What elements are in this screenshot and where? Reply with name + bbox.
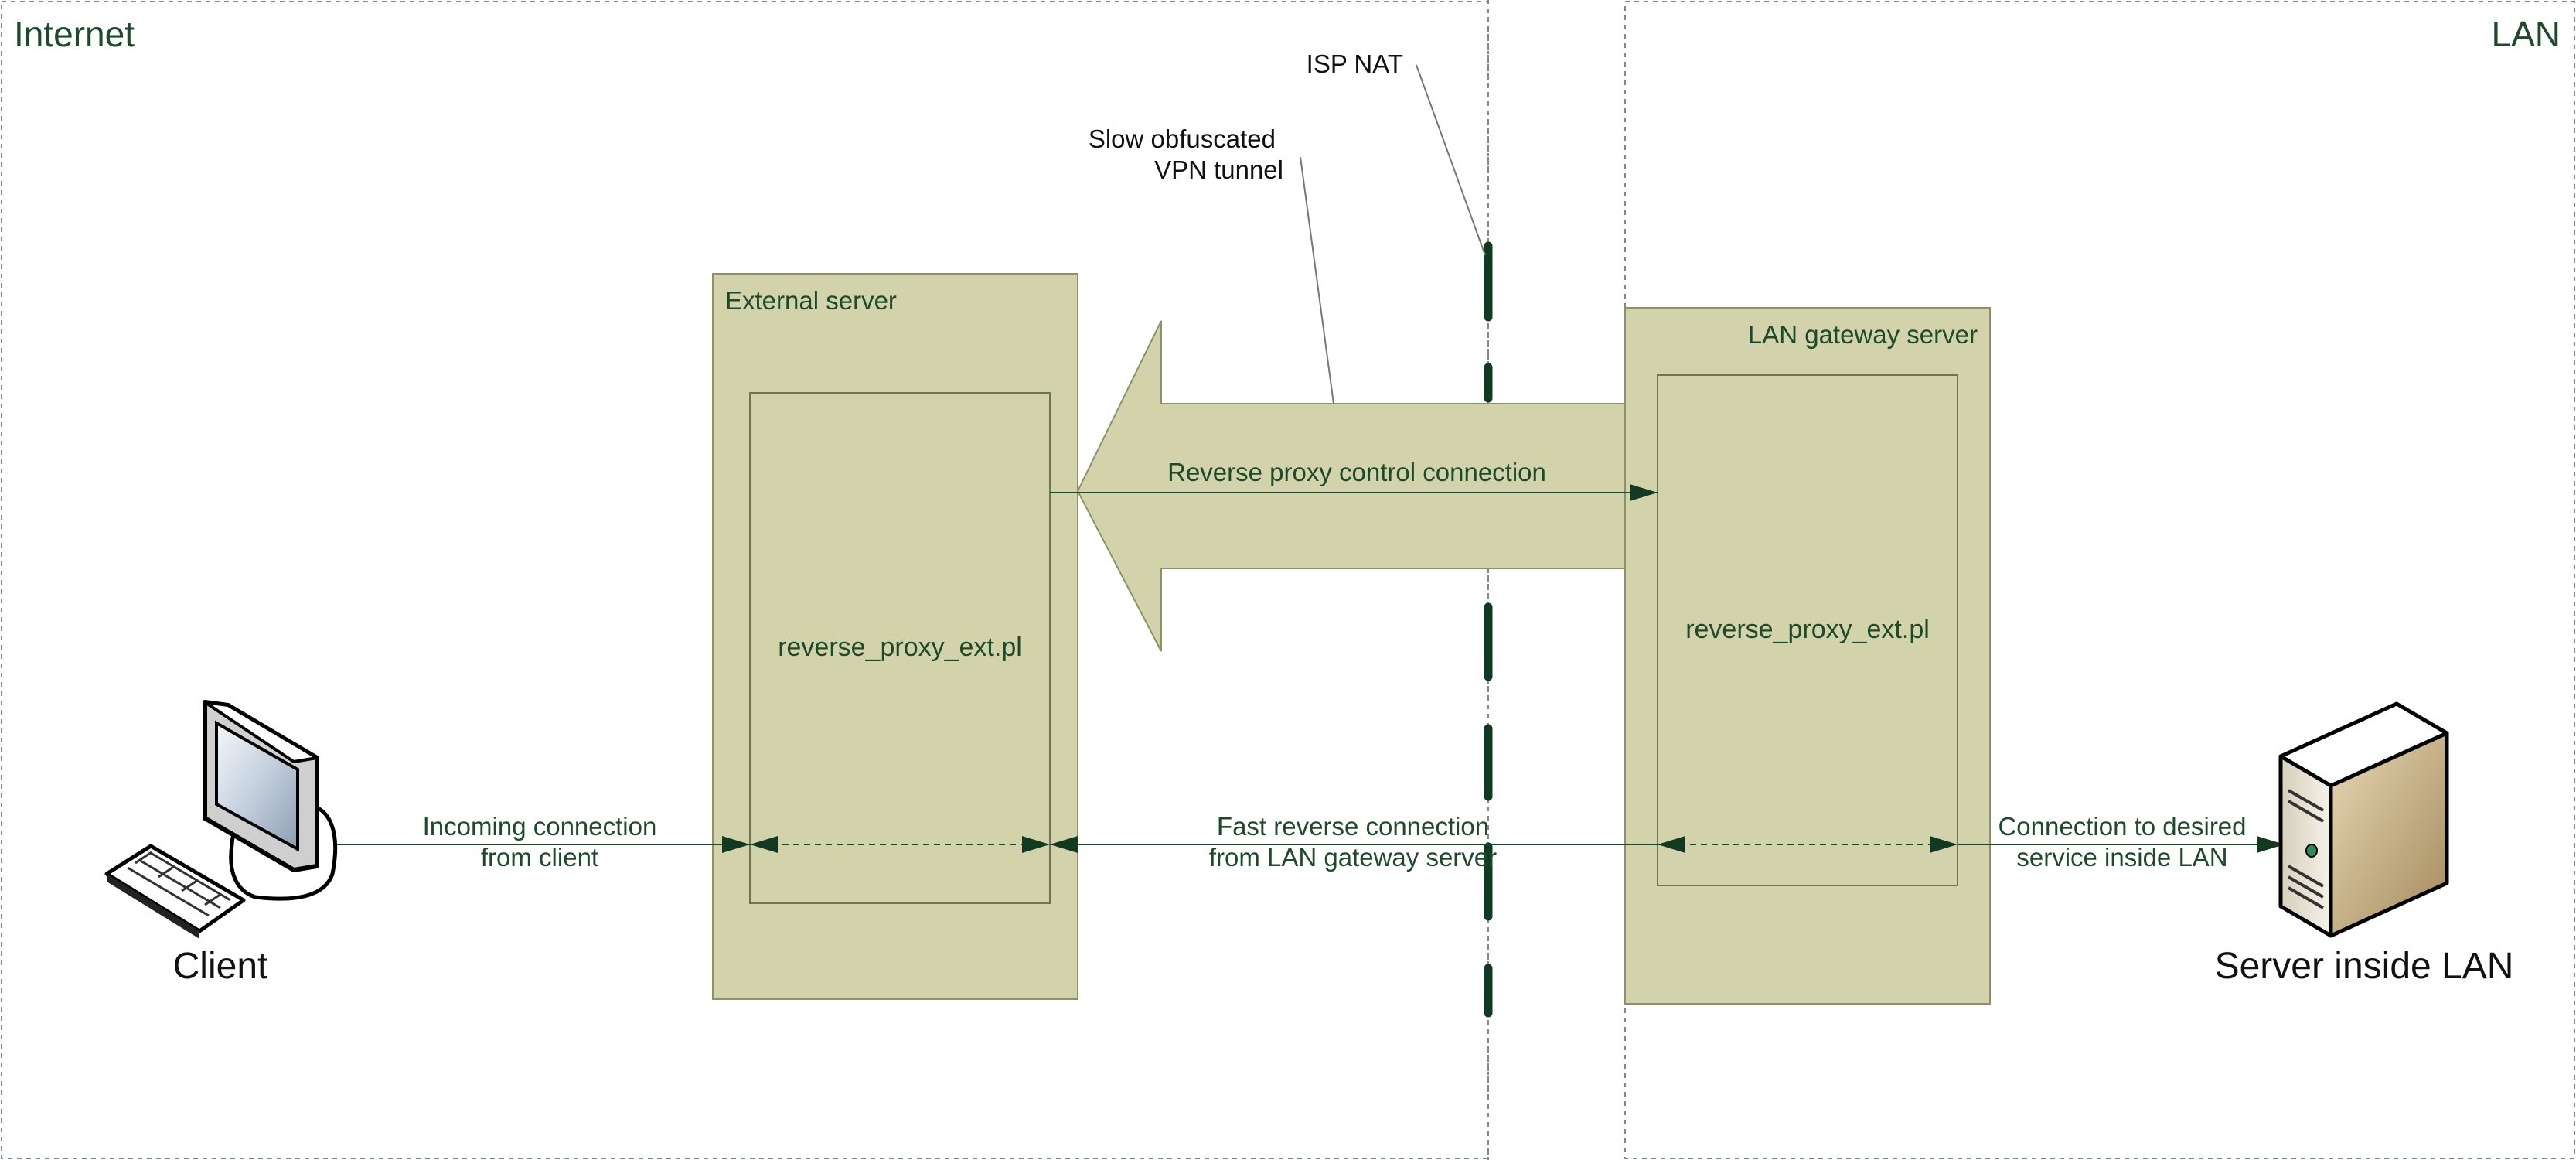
control-connection-label: Reverse proxy control connection [1167,458,1546,486]
client-connection-label-line2: from client [481,843,598,872]
server-tower-icon [2278,701,2449,938]
external-proxy-process-label: reverse_proxy_ext.pl [778,633,1022,662]
lan-zone [1624,1,2575,1159]
reverse-connection-label-line1: Fast reverse connection [1217,812,1489,841]
internet-zone-title: Internet [14,14,135,54]
isp-nat-callout: ISP NAT [1307,49,1403,78]
vpn-tunnel-callout-line2: VPN tunnel [1154,155,1283,184]
service-connection-label-line2: service inside LAN [2016,843,2227,872]
reverse-connection-label-line2: from LAN gateway server [1209,843,1497,872]
external-server-title: External server [725,286,897,315]
client-connection-label-line1: Incoming connection [423,812,657,841]
external-proxy-process-box [749,392,1051,904]
lan-proxy-process-box [1657,374,1958,886]
client-computer-icon [104,700,338,939]
vpn-tunnel-leader-line [1300,156,1334,404]
lan-zone-title: LAN [2492,14,2561,54]
lan-gateway-server-title: LAN gateway server [1748,320,1978,349]
internet-zone [1,1,1489,1159]
client-label: Client [173,946,268,987]
service-connection-label-line1: Connection to desired [1998,812,2246,841]
isp-nat-leader-line [1416,64,1486,256]
server-label: Server inside LAN [2215,946,2514,987]
vpn-tunnel-callout-line1: Slow obfuscated [1089,125,1276,153]
lan-proxy-process-label: reverse_proxy_ext.pl [1685,615,1930,644]
